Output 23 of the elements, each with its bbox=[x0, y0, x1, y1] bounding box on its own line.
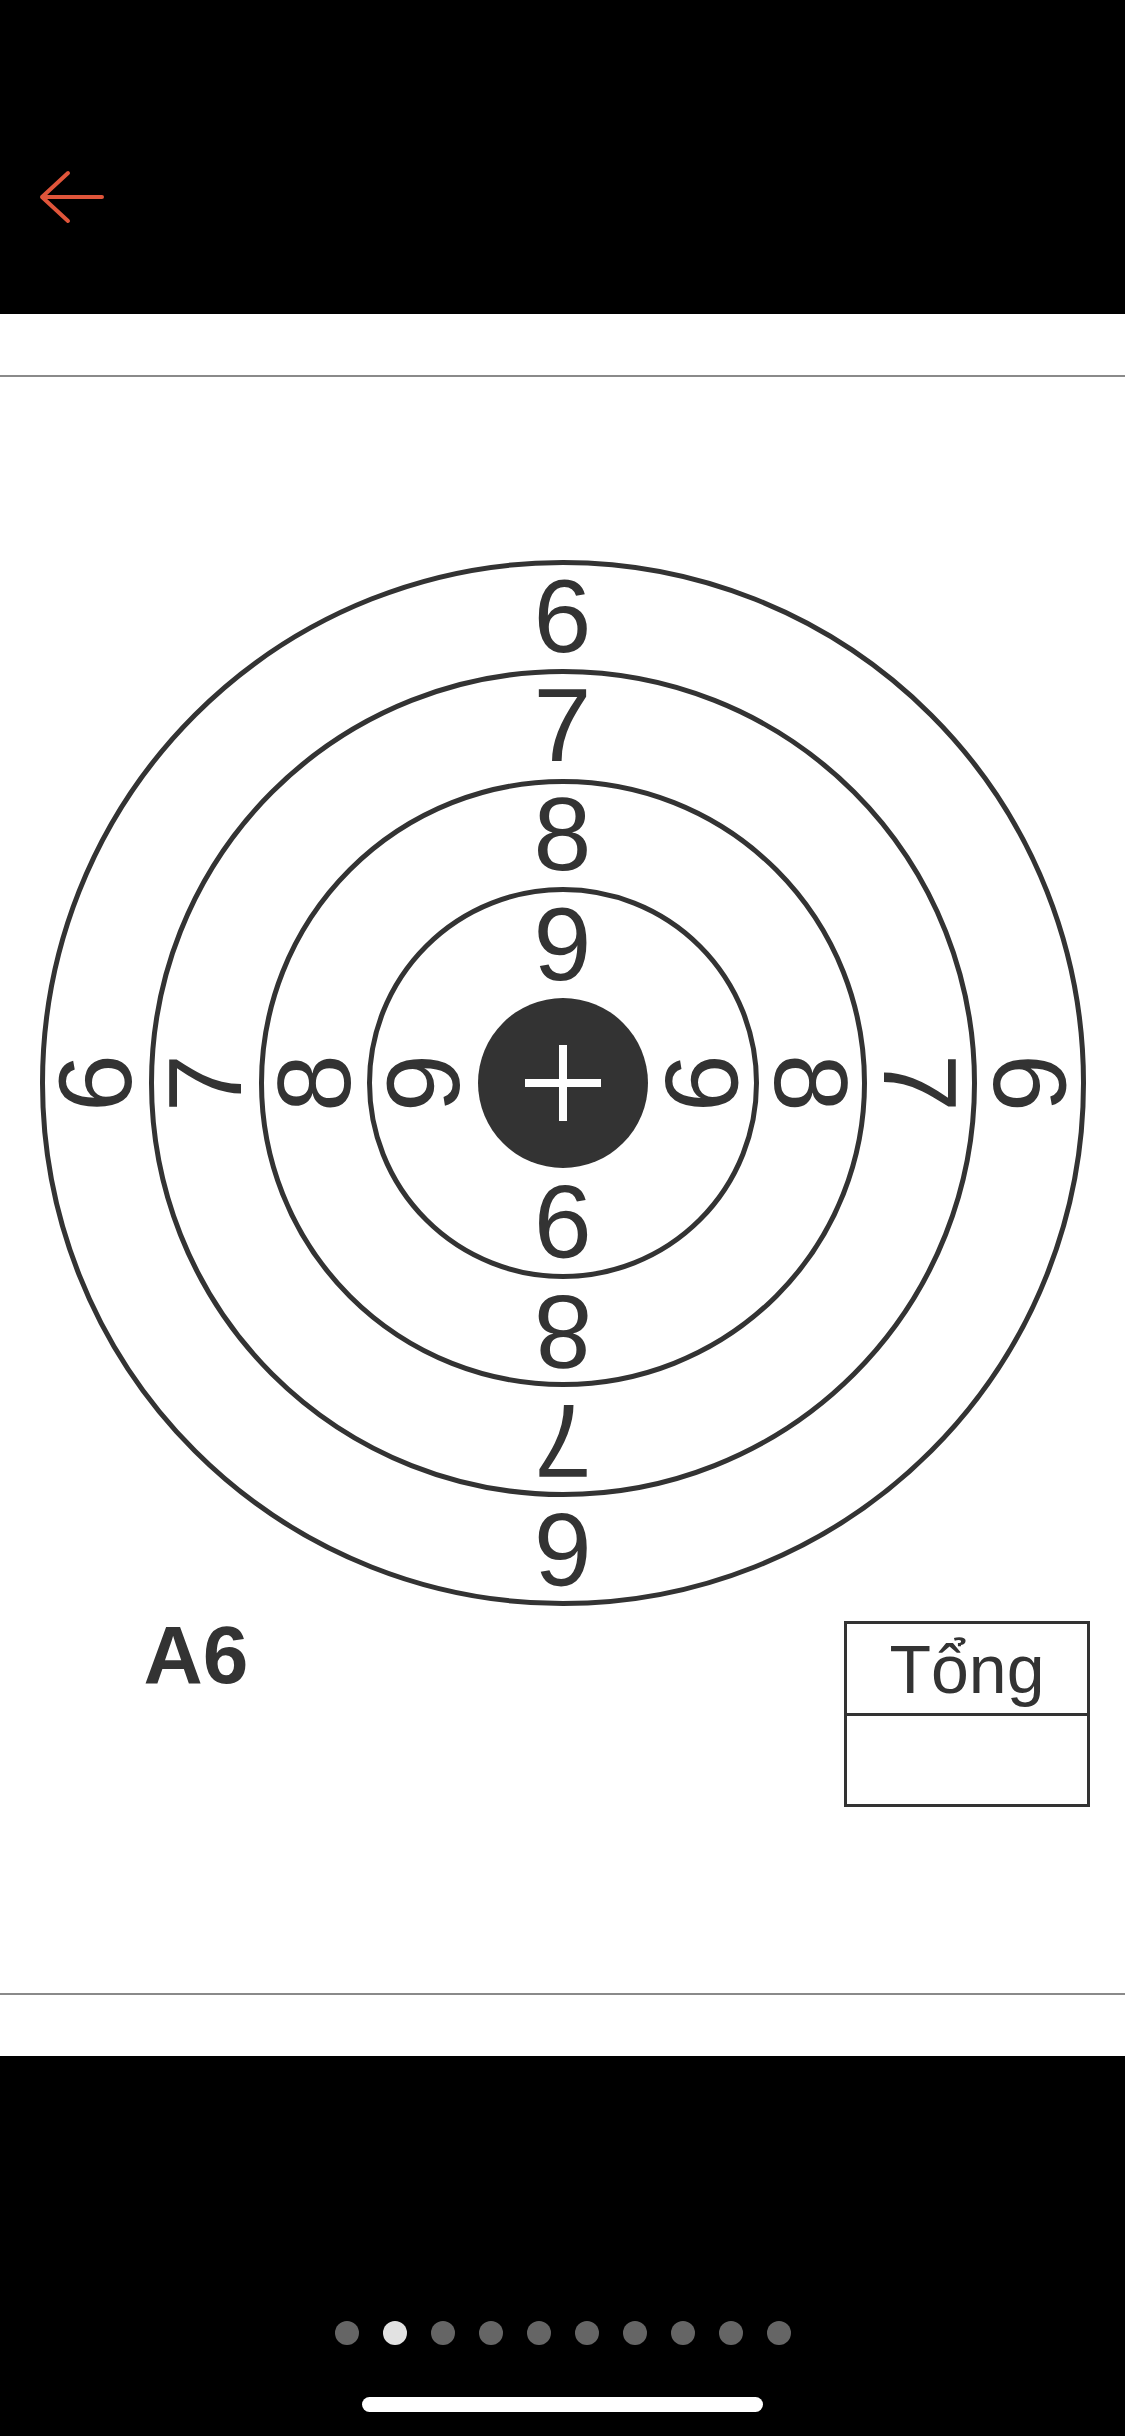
target-ring bbox=[148, 669, 977, 1497]
score-number: 8 bbox=[533, 790, 592, 879]
score-number: 7 bbox=[533, 681, 592, 770]
score-number: 8 bbox=[533, 1287, 592, 1376]
target-ring bbox=[366, 887, 759, 1279]
score-number: 6 bbox=[51, 1054, 140, 1112]
score-number: 7 bbox=[160, 1054, 249, 1112]
score-number: 6 bbox=[533, 571, 592, 660]
score-heading: Tổng bbox=[888, 1629, 1046, 1709]
target-ring bbox=[258, 779, 867, 1387]
score-box bbox=[844, 1621, 1090, 1807]
score-number: 7 bbox=[876, 1054, 965, 1112]
score-number: 9 bbox=[533, 1178, 592, 1267]
paper-size-label: A6 bbox=[143, 1614, 249, 1696]
score-number: 9 bbox=[657, 1054, 746, 1112]
score-number: 8 bbox=[767, 1054, 856, 1112]
score-number: 9 bbox=[379, 1054, 468, 1112]
score-number: 7 bbox=[533, 1396, 592, 1485]
score-number: 8 bbox=[269, 1054, 358, 1112]
score-number: 6 bbox=[533, 1506, 592, 1595]
target-ring bbox=[39, 560, 1086, 1606]
score-number: 9 bbox=[533, 899, 592, 988]
score-number: 6 bbox=[985, 1054, 1074, 1112]
